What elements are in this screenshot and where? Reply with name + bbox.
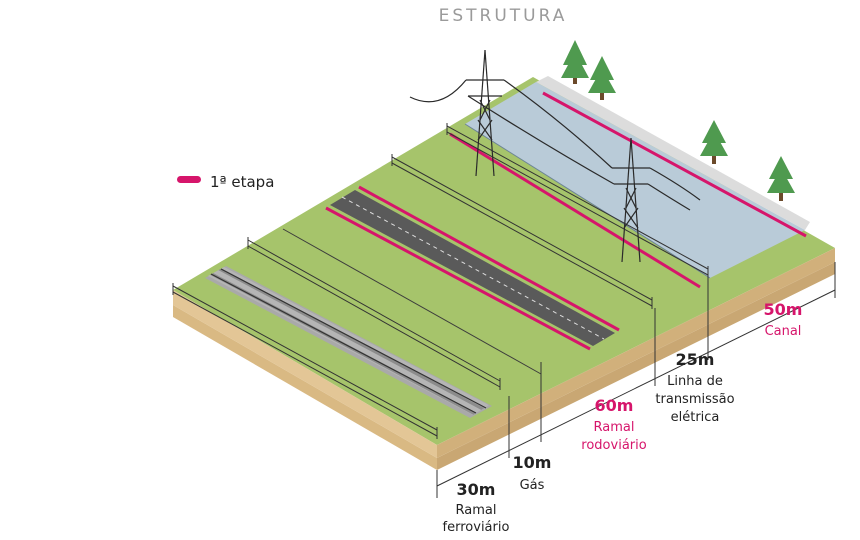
- segment-name-line2: ferroviário: [443, 520, 510, 535]
- segment-width: 50m: [764, 300, 803, 319]
- fence-front: [172, 283, 438, 439]
- tree-icon: [561, 40, 589, 84]
- segment-label-gas: 10m Gás: [513, 453, 552, 493]
- segment-width: 60m: [595, 396, 634, 415]
- power-line: [503, 79, 613, 169]
- trees: [561, 40, 795, 201]
- tower-icon: [612, 137, 650, 263]
- rail-right: [220, 268, 487, 409]
- segment-name-line1: Gás: [520, 478, 545, 493]
- canal-bank: [536, 76, 810, 230]
- segment-label-canal: 50m Canal: [764, 300, 803, 339]
- segment-name-line3: elétrica: [671, 410, 720, 425]
- fence-road-near: [391, 154, 653, 309]
- fence-rail-far: [247, 237, 501, 390]
- segment-name-line2: rodoviário: [581, 438, 646, 453]
- power-line: [409, 79, 467, 103]
- dimension-baseline: [436, 289, 836, 487]
- segment-width: 25m: [676, 350, 715, 369]
- legend-swatch: [177, 176, 201, 183]
- canal-water: [465, 82, 805, 278]
- gas-pipeline-line: [282, 228, 542, 375]
- segment-width: 10m: [513, 453, 552, 472]
- road-centerline: [341, 196, 605, 340]
- railway: [205, 266, 492, 418]
- fences: [172, 123, 709, 439]
- segment-label-transmissao: 25m Linha de transmissão elétrica: [655, 350, 734, 425]
- power-line: [647, 183, 691, 211]
- tree-icon: [700, 120, 728, 164]
- canal: [449, 76, 810, 289]
- rail-sleepers: [208, 267, 489, 415]
- rail-left: [210, 273, 477, 414]
- fence-canal: [446, 123, 709, 278]
- block-right-face: [437, 262, 835, 470]
- legend-label: 1ª etapa: [210, 173, 274, 191]
- power-line: [649, 167, 701, 201]
- canal-near-highlight-line: [449, 132, 701, 289]
- segment-name-line2: transmissão: [655, 392, 734, 407]
- segment-name-line1: Ramal: [594, 420, 635, 435]
- dimension-lines: [436, 262, 836, 498]
- block-front-face: [173, 305, 437, 470]
- power-line: [467, 95, 615, 185]
- road: [325, 185, 620, 351]
- tree-icon: [588, 56, 616, 100]
- road-highlight-near: [325, 206, 591, 351]
- segment-name-line1: Linha de: [667, 374, 723, 389]
- segment-name-line1: Canal: [765, 324, 802, 339]
- legend: 1ª etapa: [177, 173, 274, 191]
- segment-label-rodoviario: 60m Ramal rodoviário: [581, 396, 646, 453]
- block-front-top-edge: [173, 290, 437, 458]
- block-right-top-edge: [437, 248, 835, 458]
- tree-icon: [767, 156, 795, 201]
- segment-label-ferroviario: 30m Ramal ferroviário: [443, 480, 510, 535]
- road-highlight-far: [358, 185, 620, 332]
- segment-width: 30m: [457, 480, 496, 499]
- canal-edge: [464, 123, 711, 279]
- diagram-title: ESTRUTURA: [439, 6, 568, 26]
- canal-highlight-line: [542, 91, 807, 238]
- tower-icon: [466, 49, 504, 177]
- segment-name-line1: Ramal: [456, 503, 497, 518]
- transmission-towers: [409, 49, 701, 263]
